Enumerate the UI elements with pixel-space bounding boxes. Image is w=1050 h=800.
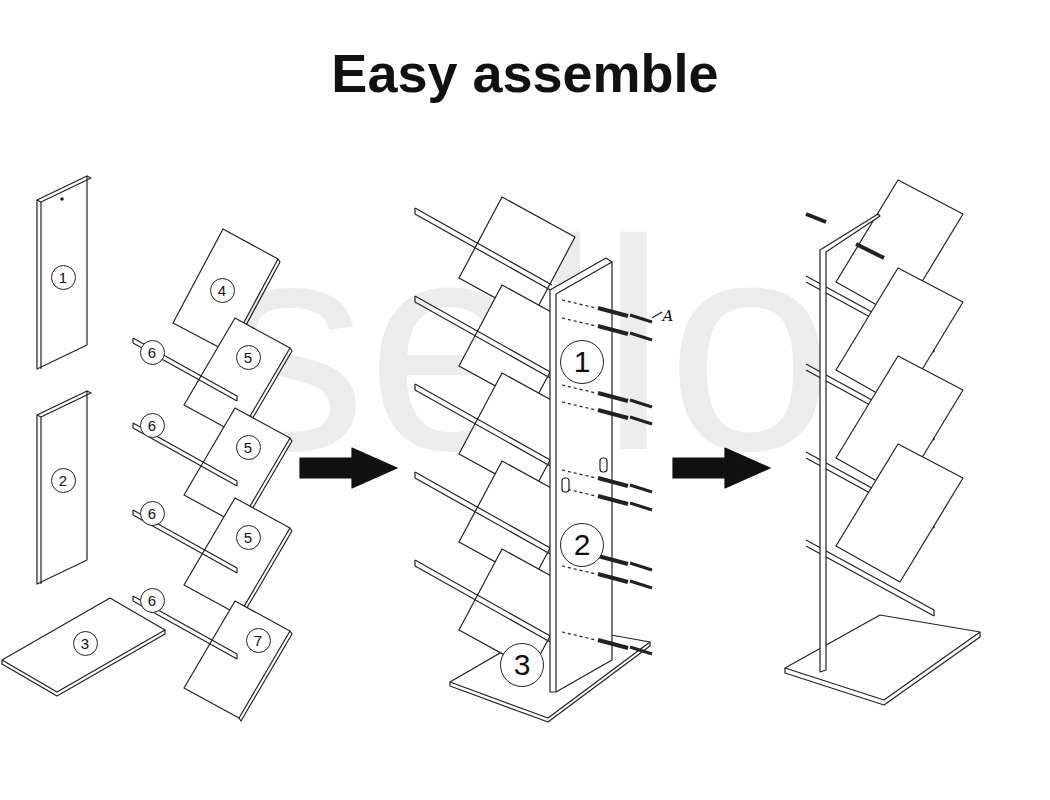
- callout-number: 4: [210, 278, 235, 303]
- detail-letter: A: [663, 307, 674, 325]
- title: Easy assemble: [0, 42, 1050, 104]
- callout-number: 3: [73, 631, 98, 656]
- callout-number: 1: [560, 340, 604, 384]
- callout-number: 5: [236, 435, 261, 460]
- callout-number: 2: [560, 523, 604, 567]
- callout-number: 1: [51, 265, 76, 290]
- callout-number: 2: [51, 468, 76, 493]
- callout-number: 6: [140, 588, 165, 613]
- callout-number: 5: [236, 345, 261, 370]
- callout-number: 5: [236, 525, 261, 550]
- callout-number: 6: [140, 501, 165, 526]
- callout-number: 6: [140, 340, 165, 365]
- callout-number: 3: [500, 643, 544, 687]
- callout-number: 7: [246, 628, 271, 653]
- callout-number: 6: [140, 413, 165, 438]
